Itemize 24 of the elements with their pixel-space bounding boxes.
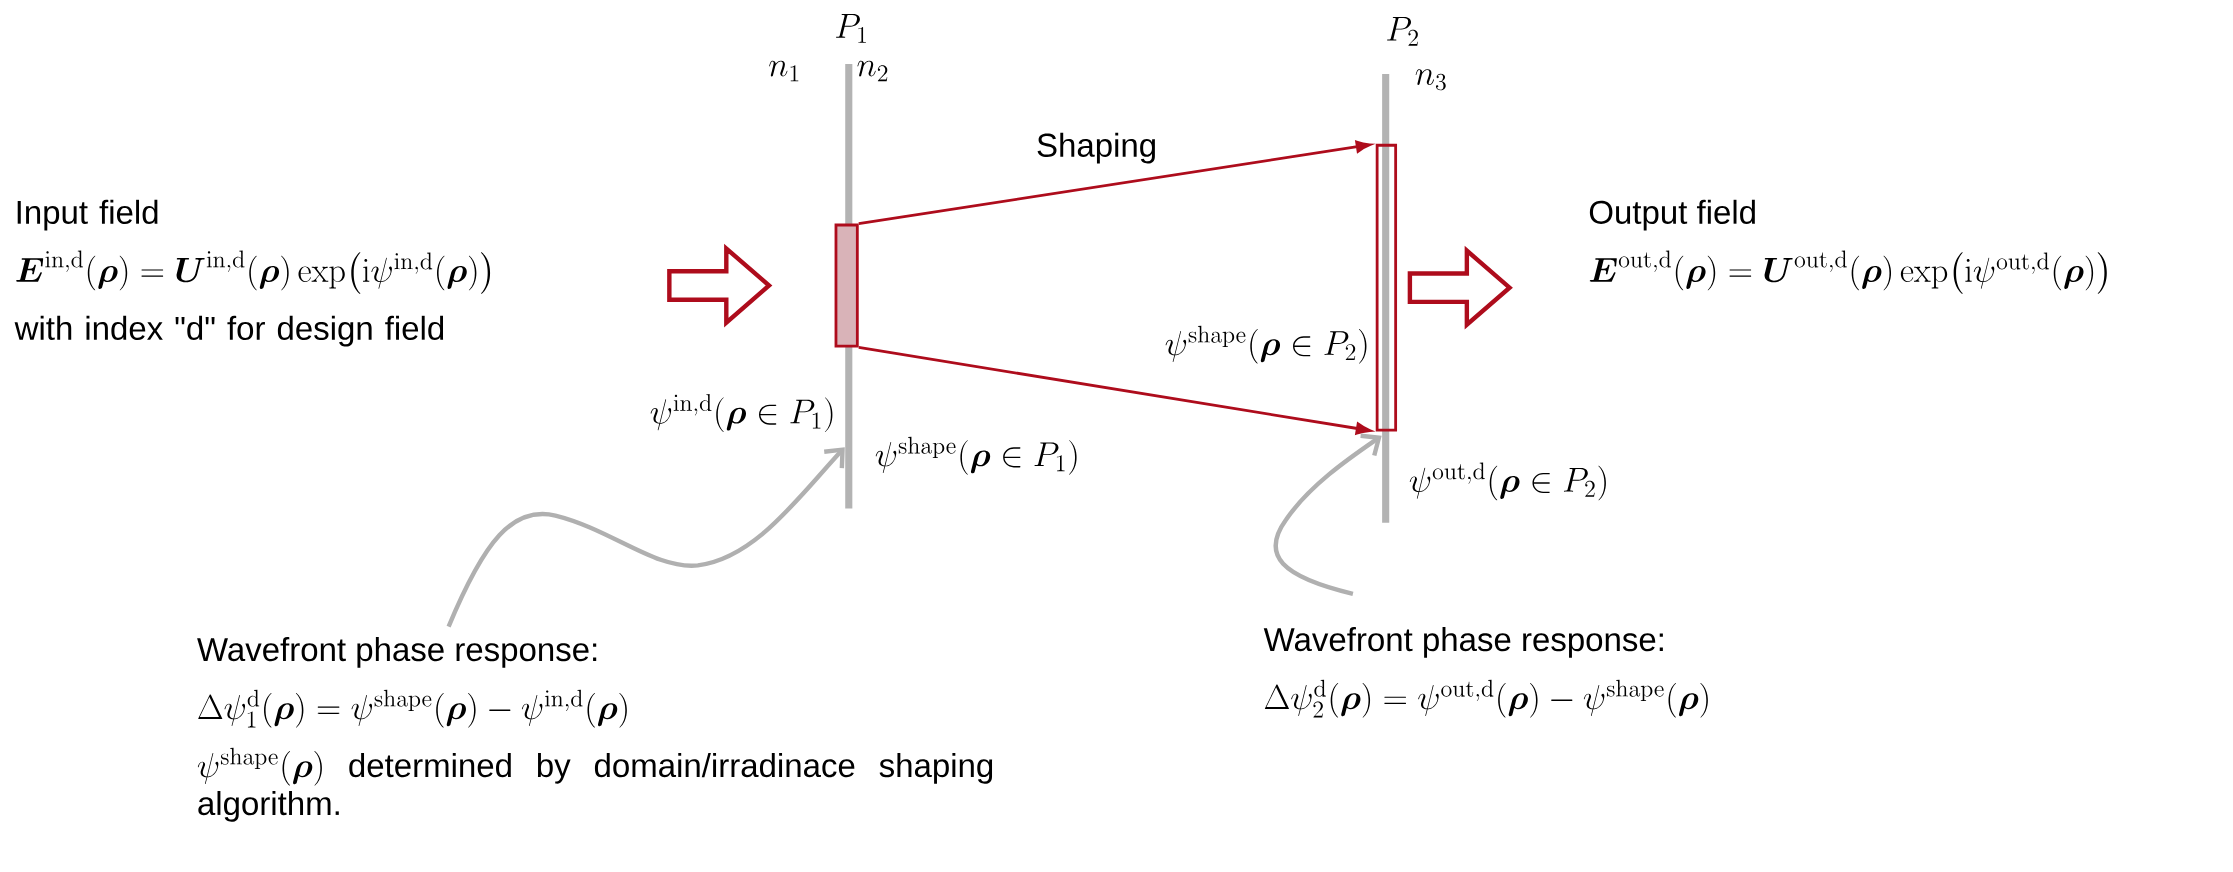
- curved-arrow: [446, 447, 845, 628]
- heading: Wavefront phase response:: [1263, 627, 1663, 658]
- curved-arrow: [1273, 433, 1382, 597]
- math-label: $\psi^{\mathrm{shape}}(\boldsymbol{\rho}\in P_1)$: [875, 437, 1077, 475]
- formula: $\Delta\psi_1^{\mathrm{d}}(\boldsymbol{\rho}) = \psi^{\mathrm{shape}}(\boldsymbol{\rho}) - \psi^{\mathrm{in,d}}(\boldsymbol{\rho})$: [198, 689, 627, 728]
- math-label: $\psi^{\mathrm{in,d}}(\boldsymbol{\rho}\in P_1)$: [650, 394, 833, 433]
- plane-label: $P_2$: [1387, 17, 1418, 46]
- highlight-box: [834, 223, 859, 348]
- formula: $\Delta\psi_2^{\mathrm{d}}(\boldsymbol{\rho}) = \psi^{\mathrm{out,d}}(\boldsymbol{\rho}) - \psi^{\mathrm{shape}}(\boldsymbol{\rho})$: [1264, 679, 1708, 718]
- block-arrow: [667, 243, 773, 328]
- heading: Wavefront phase response:: [197, 637, 597, 668]
- medium-label: $n_3$: [1415, 69, 1446, 91]
- formula: $\boldsymbol{E}^{\mathrm{in,d}}(\boldsymbol{\rho}) = \boldsymbol{U}^{\mathrm{in,d}}(\boldsymbol{\rho})\exp\bigl(\mathrm{i}\psi^{\mathrm{in,d}}(\boldsymbol{\rho})\bigr)$: [16, 250, 491, 294]
- heading: Output field: [1589, 200, 1755, 231]
- paragraph: $\psi^{\mathrm{shape}}(\boldsymbol{\rho})$ determined by domain/irradinace shaping algorithm.: [197, 747, 993, 822]
- medium-label: $n_1$: [769, 61, 799, 82]
- block-arrow: [1407, 246, 1513, 330]
- formula: $\boldsymbol{E}^{\mathrm{out,d}}(\boldsymbol{\rho}) = \boldsymbol{U}^{\mathrm{out,d}}(\boldsymbol{\rho})\exp\bigl(\mathrm{i}\psi^{\mathrm{out,d}}(\boldsymbol{\rho})\bigr)$: [1589, 250, 2107, 294]
- body-text: with index "d" for design field: [14, 316, 444, 347]
- plane-label: $P_1$: [836, 14, 866, 44]
- highlight-box: [1375, 144, 1398, 432]
- edge-label: Shaping: [1037, 132, 1155, 164]
- heading: Input field: [17, 200, 158, 231]
- math-label: $\psi^{\mathrm{out,d}}(\boldsymbol{\rho}\in P_2)$: [1409, 462, 1606, 501]
